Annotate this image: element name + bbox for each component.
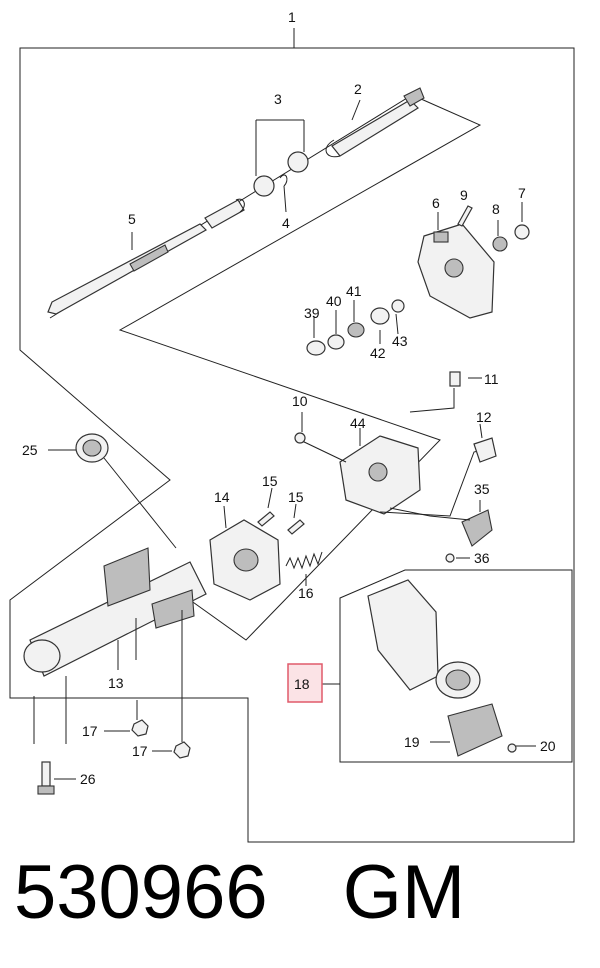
callout-10: 10 — [292, 393, 308, 409]
column-tube-part-13 — [23, 547, 207, 677]
footer: 530966 GM — [14, 838, 594, 948]
switch-part-19 — [447, 703, 503, 757]
bracket-part-6 — [417, 223, 495, 319]
callout-2: 2 — [354, 81, 362, 97]
callout-15b: 15 — [288, 489, 304, 505]
nut-part-7 — [514, 224, 530, 240]
screw-part-11 — [449, 371, 461, 387]
callout-18-box — [287, 663, 323, 703]
nut-part-17a — [131, 719, 149, 737]
callout-6: 6 — [432, 195, 440, 211]
callout-17a: 17 — [82, 723, 98, 739]
callout-19: 19 — [404, 734, 420, 750]
callout-42: 42 — [370, 345, 386, 361]
brand-name: GM — [342, 850, 466, 935]
spring-part-16 — [285, 551, 323, 570]
screw-part-10 — [294, 432, 306, 444]
bolt-part-26 — [33, 676, 67, 795]
callout-9: 9 — [460, 187, 468, 203]
shaft-part-5 — [47, 198, 245, 315]
callout-35: 35 — [474, 481, 490, 497]
callout-1: 1 — [288, 9, 296, 25]
screw-part-36 — [445, 553, 455, 563]
callout-4: 4 — [282, 215, 290, 231]
lock-assembly-part-18 — [367, 579, 481, 699]
lever-rod — [389, 507, 471, 521]
callout-17b: 17 — [132, 743, 148, 759]
screw-part-20 — [507, 743, 517, 753]
callout-16: 16 — [298, 585, 314, 601]
cover-part-35 — [461, 509, 493, 547]
callout-43: 43 — [392, 333, 408, 349]
callout-44: 44 — [350, 415, 366, 431]
callout-7: 7 — [518, 185, 526, 201]
callout-12: 12 — [476, 409, 492, 425]
bolt-part-15b — [287, 519, 305, 535]
bracket-part-14 — [209, 519, 281, 601]
assembly-frame — [9, 47, 575, 843]
part-number: 530966 — [14, 850, 268, 935]
leader-lines — [48, 99, 536, 780]
callout-20: 20 — [540, 738, 556, 754]
callout-18: 18 — [294, 676, 310, 692]
bushing-part-25 — [75, 433, 177, 549]
callout-5: 5 — [128, 211, 136, 227]
callout-8: 8 — [492, 201, 500, 217]
callout-25: 25 — [22, 442, 38, 458]
callout-41: 41 — [346, 283, 362, 299]
callout-40: 40 — [326, 293, 342, 309]
shaft-part-2 — [325, 87, 425, 158]
callout-14: 14 — [214, 489, 230, 505]
screw-part-9 — [457, 205, 473, 227]
callout-11: 11 — [484, 371, 499, 387]
callout-39: 39 — [304, 305, 320, 321]
bolt-part-15a — [257, 511, 275, 527]
callout-3: 3 — [274, 91, 282, 107]
small-parts-39-43 — [306, 299, 405, 356]
coupling-parts-3-4 — [253, 119, 309, 213]
callout-26: 26 — [80, 771, 96, 787]
clip-part-12 — [473, 437, 497, 463]
callouts: 1 2 3 4 5 6 7 8 9 10 11 12 13 14 15 15 1… — [22, 9, 556, 787]
housing-part-44 — [299, 388, 483, 517]
callout-18-highlight: 18 — [287, 663, 323, 703]
callout-13: 13 — [108, 675, 124, 691]
bearing-part-8 — [492, 236, 508, 252]
nut-part-17b — [173, 741, 191, 759]
sub-assembly-box-18 — [339, 569, 573, 763]
callout-15a: 15 — [262, 473, 278, 489]
callout-36: 36 — [474, 550, 490, 566]
